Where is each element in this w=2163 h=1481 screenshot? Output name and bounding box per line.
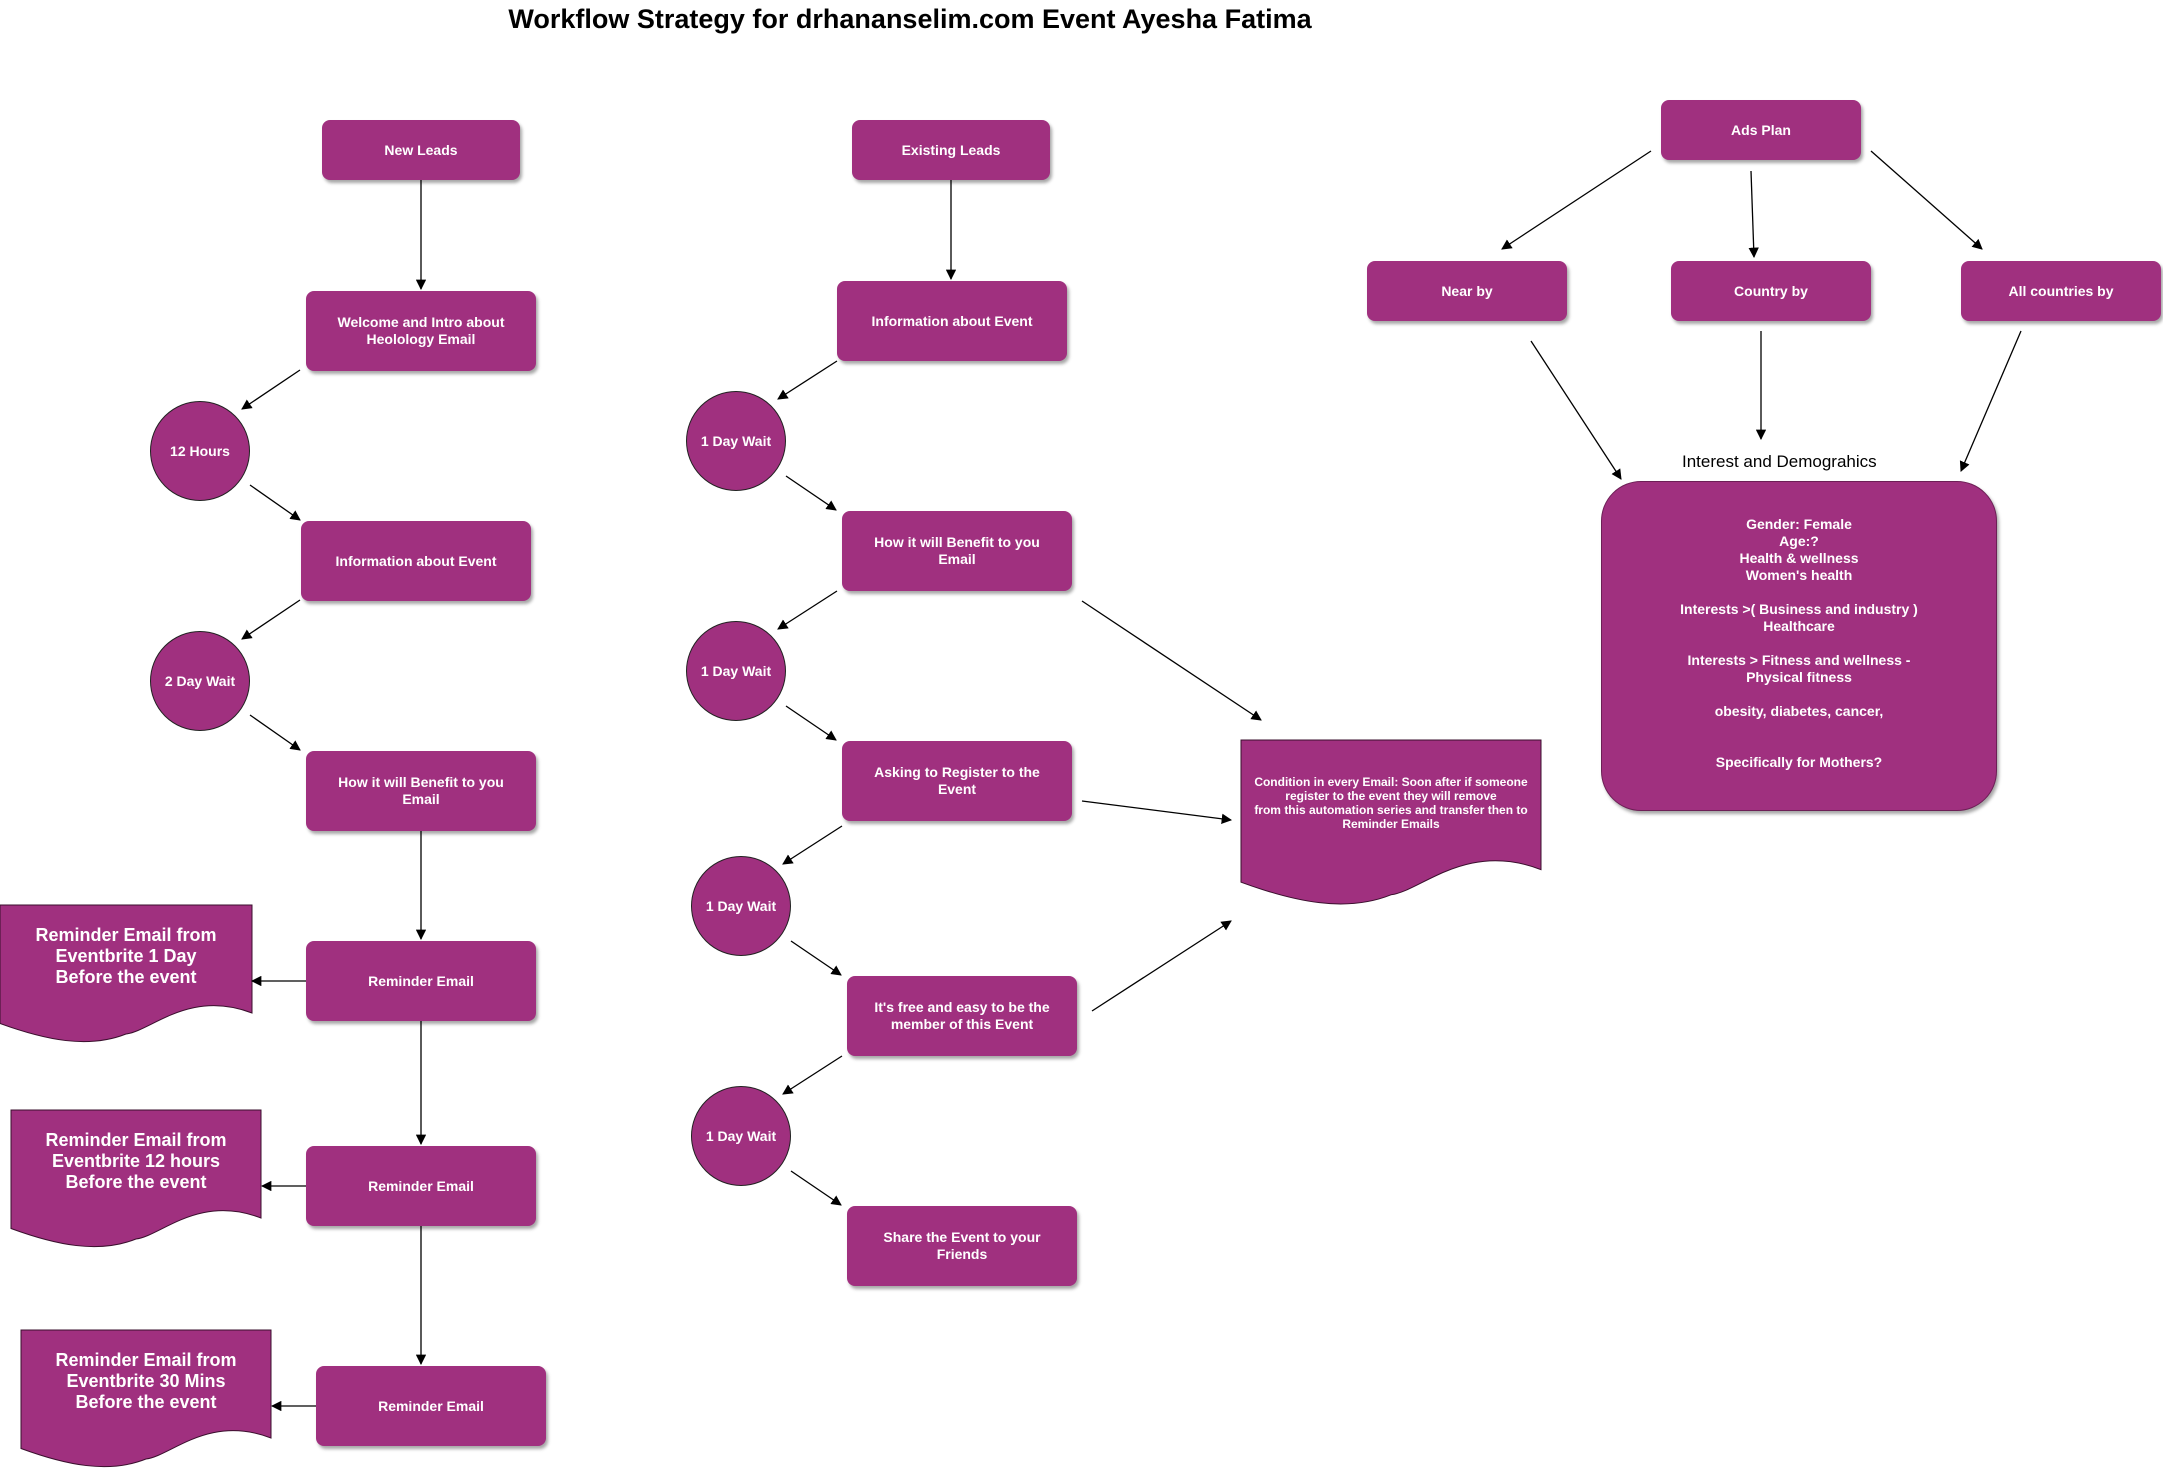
connector-arrow-18: [790, 940, 842, 976]
wait-1-day-node-3: 1 Day Wait: [691, 856, 791, 956]
wait-1-day-node-2: 1 Day Wait: [686, 621, 786, 721]
wait-1-day-node-1: 1 Day Wait: [686, 391, 786, 491]
connector-arrow-23: [1091, 920, 1232, 1012]
benefit-email-node: How it will Benefit to you Email: [306, 751, 536, 831]
connector-arrow-26: [1870, 150, 1983, 250]
connector-arrow-19: [782, 1055, 843, 1095]
new-leads-node: New Leads: [322, 120, 520, 180]
existing-benefit-email-node: How it will Benefit to you Email: [842, 511, 1072, 591]
reminder-email-node-2: Reminder Email: [306, 1146, 536, 1226]
condition-text: Condition in every Email: Soon after if …: [1254, 775, 1528, 831]
free-membership-node: It's free and easy to be the member of t…: [847, 976, 1077, 1056]
all-countries-by-node: All countries by: [1961, 261, 2161, 321]
eventbrite-30-mins-text: Reminder Email from Eventbrite 30 Mins B…: [55, 1350, 237, 1412]
connector-arrow-13: [777, 360, 838, 400]
interest-demographics-label: Interest and Demograhics: [1682, 452, 1877, 471]
connector-arrow-5: [249, 714, 301, 751]
eventbrite-1-day-document: Reminder Email from Eventbrite 1 Day Bef…: [0, 905, 252, 1055]
register-event-node: Asking to Register to the Event: [842, 741, 1072, 821]
connector-arrow-16: [785, 705, 837, 741]
eventbrite-1-day-text: Reminder Email from Eventbrite 1 Day Bef…: [35, 925, 217, 987]
document-shape-2: [10, 1109, 262, 1248]
country-by-node: Country by: [1671, 261, 1871, 321]
connector-arrow-3: [249, 484, 301, 521]
wait-1-day-node-4: 1 Day Wait: [691, 1086, 791, 1186]
connector-arrow-20: [790, 1170, 842, 1206]
document-shape-3: [20, 1329, 272, 1468]
document-shape-4: [1240, 739, 1542, 905]
condition-document: Condition in every Email: Soon after if …: [1241, 740, 1541, 920]
connector-arrow-17: [782, 825, 843, 865]
page-title: Workflow Strategy for drhananselim.com E…: [508, 4, 1312, 34]
demographics-box: Gender: Female Age:? Health & wellness W…: [1601, 481, 1997, 811]
wait-2-days-node: 2 Day Wait: [150, 631, 250, 731]
wait-12-hours-node: 12 Hours: [150, 401, 250, 501]
reminder-email-node-1: Reminder Email: [306, 941, 536, 1021]
connector-arrow-2: [241, 369, 301, 410]
eventbrite-12-hours-text: Reminder Email from Eventbrite 12 hours …: [45, 1130, 227, 1192]
connector-arrow-24: [1501, 150, 1652, 250]
connector-arrow-21: [1081, 600, 1262, 721]
eventbrite-12-hours-document: Reminder Email from Eventbrite 12 hours …: [11, 1110, 261, 1260]
connector-arrow-15: [777, 590, 838, 630]
connector-arrow-27: [1530, 340, 1622, 480]
information-event-node: Information about Event: [301, 521, 531, 601]
welcome-email-node: Welcome and Intro about Heolology Email: [306, 291, 536, 371]
eventbrite-30-mins-document: Reminder Email from Eventbrite 30 Mins B…: [21, 1330, 271, 1480]
connector-arrow-4: [241, 599, 301, 640]
connector-arrow-25: [1748, 170, 1759, 259]
document-shape-1: [0, 904, 253, 1043]
reminder-email-node-3: Reminder Email: [316, 1366, 546, 1446]
near-by-node: Near by: [1367, 261, 1567, 321]
ads-plan-node: Ads Plan: [1661, 100, 1861, 160]
connector-arrow-22: [1081, 800, 1233, 824]
existing-information-event-node: Information about Event: [837, 281, 1067, 361]
connector-arrow-29: [1959, 330, 2022, 472]
existing-leads-node: Existing Leads: [852, 120, 1050, 180]
connector-arrow-14: [785, 475, 837, 511]
share-event-node: Share the Event to your Friends: [847, 1206, 1077, 1286]
